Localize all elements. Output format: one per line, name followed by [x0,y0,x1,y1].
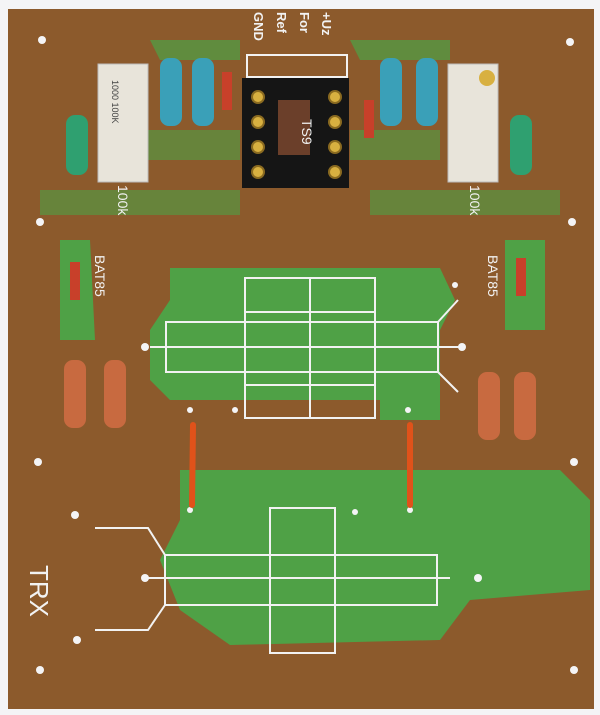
connector-labels: GND Ref For +Uz [251,12,334,41]
label-for: For [297,12,312,33]
ic-label: TS9 [299,119,315,145]
trimmer-right: 100k [447,63,499,216]
trx-label: TRX [24,565,54,617]
label-uz: +Uz [319,12,334,36]
diodes: BAT85 BAT85 [70,72,526,300]
ic-socket: TS9 [242,78,349,188]
label-ref: Ref [274,12,289,34]
lower-transformer-outline [95,507,450,654]
diode-label-left: BAT85 [92,255,108,297]
ground-pour [40,40,590,645]
upper-transformer-outline [150,277,460,419]
connector-header [246,54,348,78]
jumper-wires [189,422,413,508]
label-gnd: GND [251,12,266,41]
resistors-red [64,360,536,440]
pot-label-left: 100k [115,185,131,216]
trimmer-left: 1000 100K 100k [97,63,149,216]
trimmer-marking: 1000 100K [110,80,120,124]
diode-label-right: BAT85 [485,255,501,297]
holes [34,36,578,674]
pot-label-right: 100k [467,185,483,216]
resistors-blue [66,58,532,175]
